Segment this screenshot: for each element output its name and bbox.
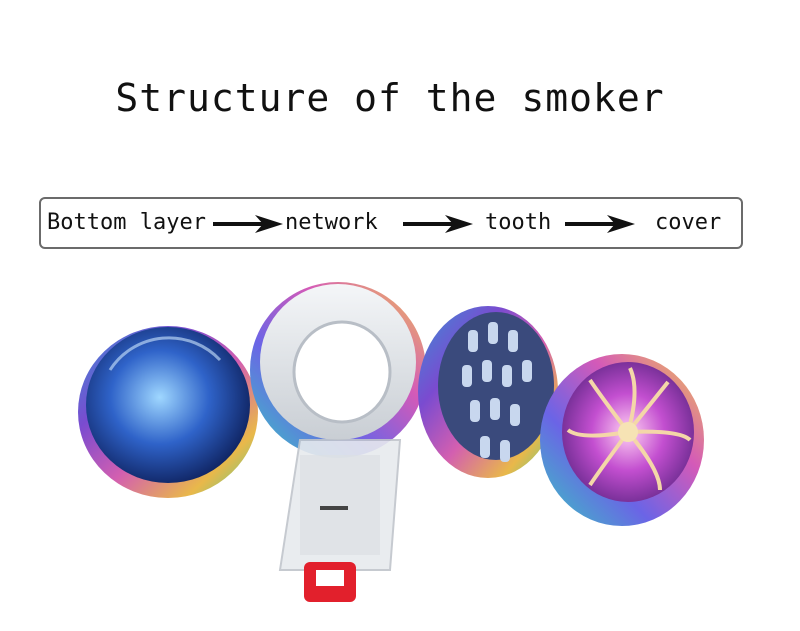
- flow-step-cover: cover: [655, 210, 722, 235]
- flow-step-tooth: tooth: [485, 210, 552, 235]
- page-title: Structure of the smoker: [115, 76, 665, 120]
- bottom-layer-part: [78, 326, 258, 498]
- cover-part: [540, 354, 704, 526]
- flow-step-network: network: [285, 210, 378, 235]
- tooth-layer-part: [418, 306, 558, 478]
- right-arrow-icon: [403, 215, 473, 233]
- network-layer-part: [250, 282, 426, 602]
- structure-flow-box: Bottom layer network tooth cover: [39, 197, 743, 249]
- right-arrow-icon: [565, 215, 635, 233]
- flow-step-bottom-layer: Bottom layer: [47, 210, 206, 235]
- right-arrow-icon: [213, 215, 283, 233]
